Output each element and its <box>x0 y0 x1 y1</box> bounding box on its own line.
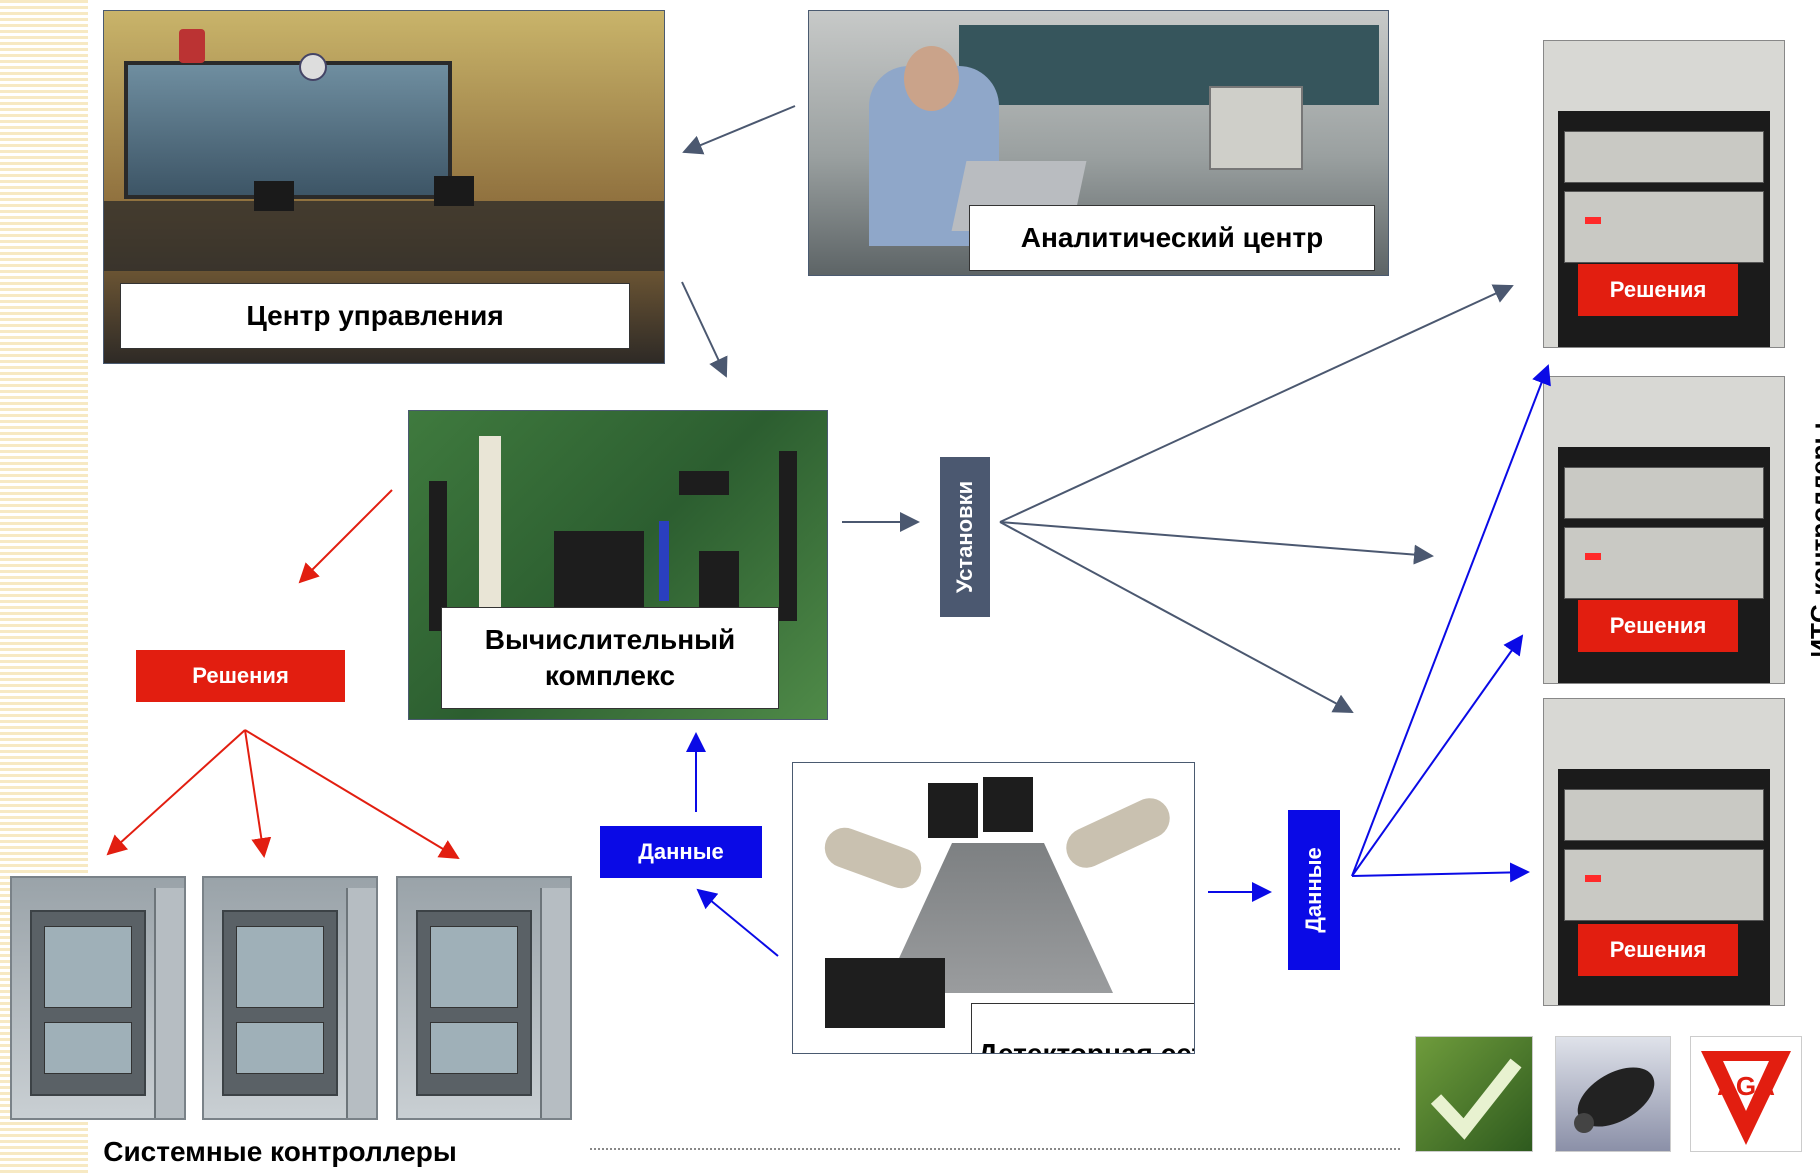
arrow-data-to-rack-2 <box>1351 634 1524 877</box>
data-tag-left: Данные <box>600 826 762 878</box>
checkmark-icon <box>1430 1058 1522 1140</box>
arrow-settings-to-rack-1 <box>999 284 1514 523</box>
arrow-decisions-to-cabinet-1 <box>106 729 246 856</box>
decisions-tag-rack-2: Решения <box>1578 600 1738 652</box>
arrow-data-to-rack-3 <box>1351 862 1530 883</box>
arrow-settings-to-rack-3 <box>999 521 1354 713</box>
system-controller-cabinet <box>10 876 186 1120</box>
arrow-analytic-to-control <box>682 105 796 155</box>
divider <box>590 1148 1400 1150</box>
detector-network-photo: Детекторная сеть <box>792 762 1195 1054</box>
system-controller-cabinet <box>396 876 572 1120</box>
aga-logo-icon: AGA <box>1701 1051 1791 1145</box>
decisions-tag-rack-1: Решения <box>1578 264 1738 316</box>
arrow-decisions-to-cabinet-3 <box>244 729 460 860</box>
analytic-center-label: Аналитический центр <box>969 205 1375 271</box>
svg-text:AGA: AGA <box>1717 1071 1775 1101</box>
system-controllers-label: Системные контроллеры <box>103 1136 457 1167</box>
system-controller-cabinet <box>202 876 378 1120</box>
decisions-tag-rack-3: Решения <box>1578 924 1738 976</box>
disc-logo <box>1555 1036 1671 1152</box>
computing-complex-label: Вычислительный комплекс <box>441 607 779 709</box>
decisions-tag-left: Решения <box>136 650 345 702</box>
computing-complex-photo: Вычислительный комплекс <box>408 410 828 720</box>
aga-logo: AGA <box>1690 1036 1802 1152</box>
disc-icon <box>1574 1067 1655 1133</box>
analytic-center-photo: Аналитический центр <box>808 10 1389 276</box>
arrow-data-to-rack-1 <box>1351 364 1551 877</box>
arrow-control-to-computing <box>681 281 728 378</box>
data-tag-right: Данные <box>1288 810 1340 970</box>
arrow-computing-to-decisions <box>298 489 393 584</box>
checkmark-logo <box>1415 1036 1533 1152</box>
settings-tag: Установки <box>940 457 990 617</box>
arrow-detector-to-data-left <box>696 888 779 957</box>
control-center-label: Центр управления <box>120 283 630 349</box>
its-controllers-label: ИТС-контроллеры <box>1804 422 1820 658</box>
control-center-photo: Центр управления <box>103 10 665 364</box>
detector-network-label: Детекторная сеть <box>971 1003 1194 1053</box>
arrow-settings-to-rack-2 <box>999 521 1434 565</box>
arrow-decisions-to-cabinet-2 <box>244 729 272 858</box>
